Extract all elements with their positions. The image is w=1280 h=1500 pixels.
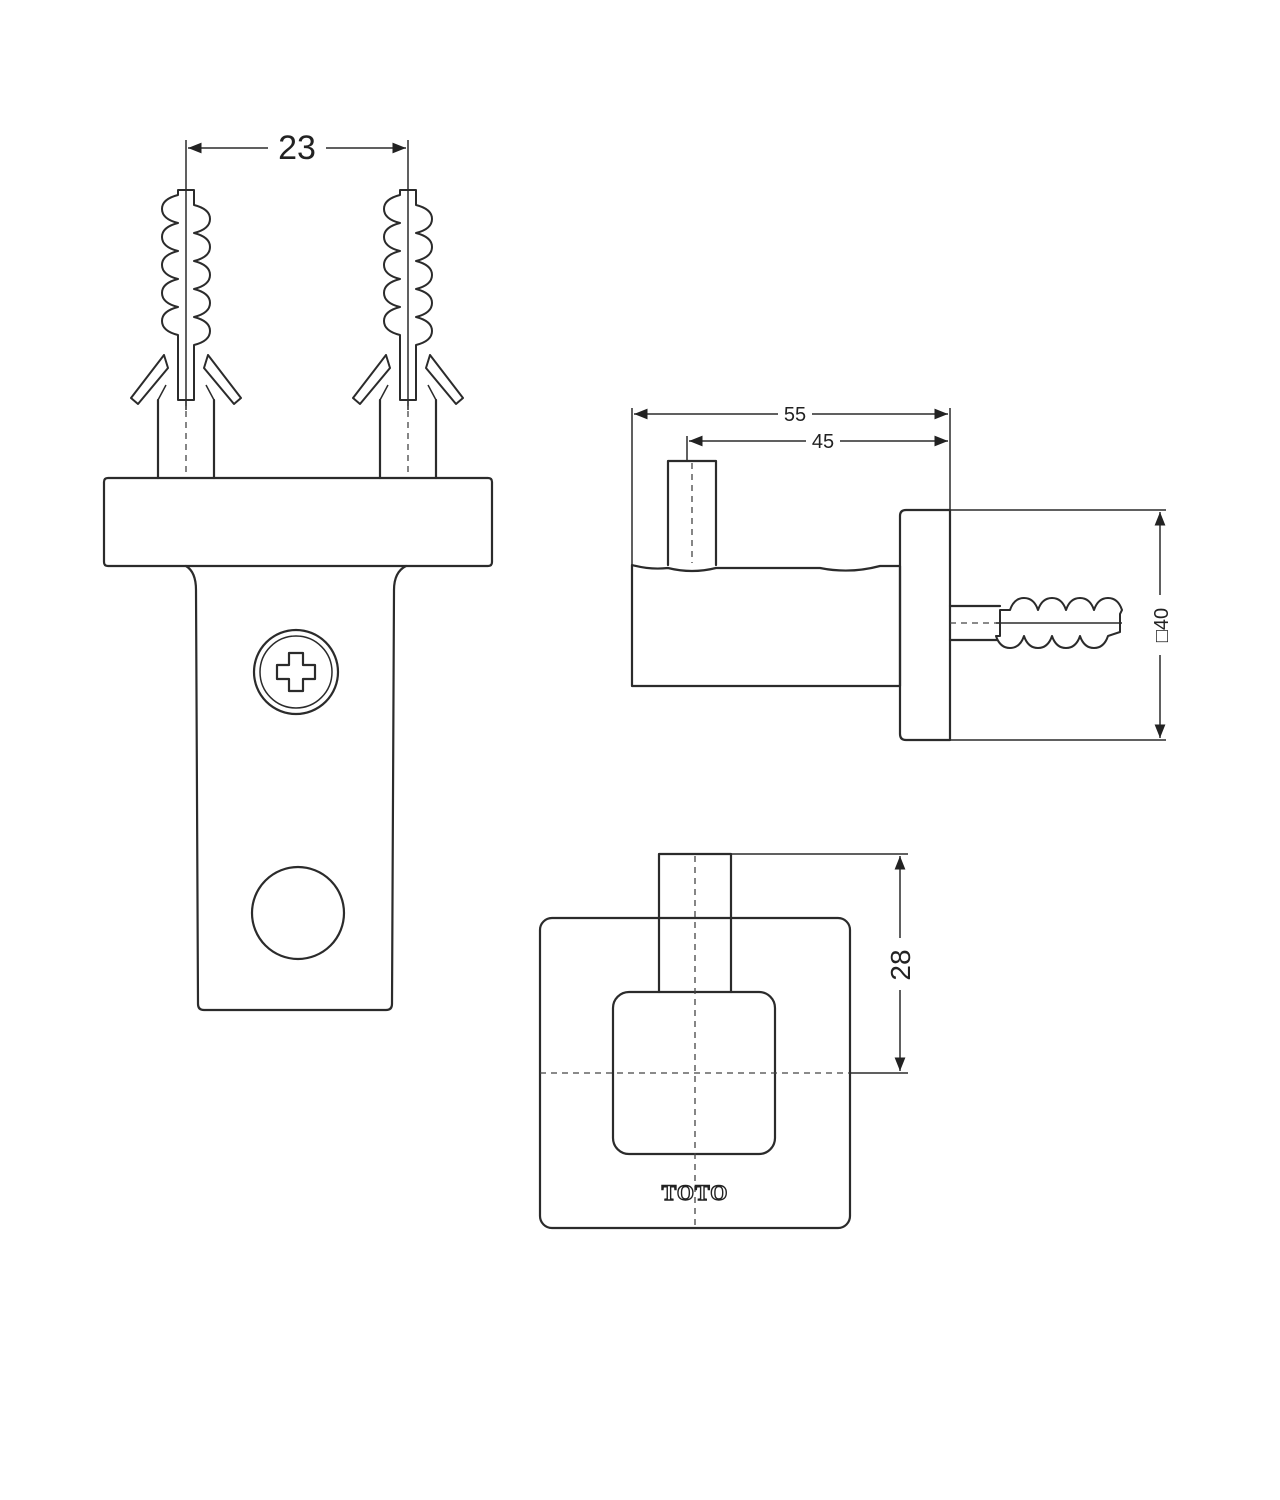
- screw-hole: [250, 865, 346, 961]
- dim-label-base-square: □40: [1151, 608, 1173, 642]
- bracket-view: 23: [102, 129, 494, 1012]
- wall-plug-right: [351, 188, 465, 480]
- front-view: TOTO 28: [538, 852, 916, 1230]
- bracket-body: [184, 564, 408, 1012]
- base-block: [898, 508, 952, 742]
- dim-label-overall-depth: 55: [784, 404, 806, 426]
- wall-plug-side: [948, 597, 1123, 649]
- bracket-flange: [102, 476, 494, 568]
- hook-post-front: [657, 852, 733, 994]
- dim-label-plug-spacing: 23: [278, 129, 316, 167]
- side-view: 55 45 □40: [630, 404, 1173, 742]
- brand-logo: TOTO: [662, 1180, 729, 1205]
- hook-arm: [630, 563, 902, 688]
- dim-label-hook-height: 28: [885, 949, 916, 980]
- hook-post: [666, 459, 718, 567]
- screw-head: [252, 628, 340, 716]
- wall-plug-left: [129, 188, 243, 480]
- dim-label-hook-depth: 45: [812, 431, 834, 453]
